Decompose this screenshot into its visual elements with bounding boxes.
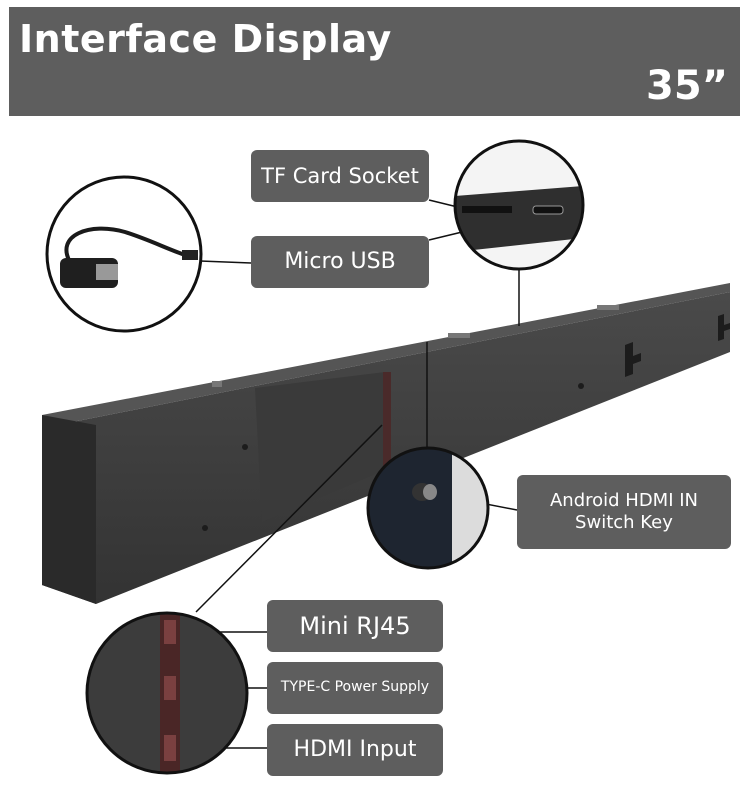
label-hdmi-input: HDMI Input	[267, 724, 443, 776]
label-tf-card-socket: TF Card Socket	[251, 150, 429, 202]
zoom-usb-cable	[45, 175, 203, 333]
screen-size-label: 35”	[646, 63, 728, 109]
label-micro-usb: Micro USB	[251, 236, 429, 288]
header-banner: Interface Display 35”	[9, 7, 740, 116]
label-android-switch-key: Android HDMI IN Switch Key	[517, 475, 731, 549]
product-illustration	[42, 139, 730, 775]
label-mini-rj45: Mini RJ45	[267, 600, 443, 652]
label-type-c-power: TYPE-C Power Supply	[267, 662, 443, 714]
zoom-top-ports	[453, 139, 585, 271]
zoom-bottom-ports	[85, 611, 249, 775]
page-title: Interface Display	[19, 17, 392, 61]
zoom-switch-key	[366, 446, 490, 570]
stretched-bar-display	[42, 283, 730, 604]
